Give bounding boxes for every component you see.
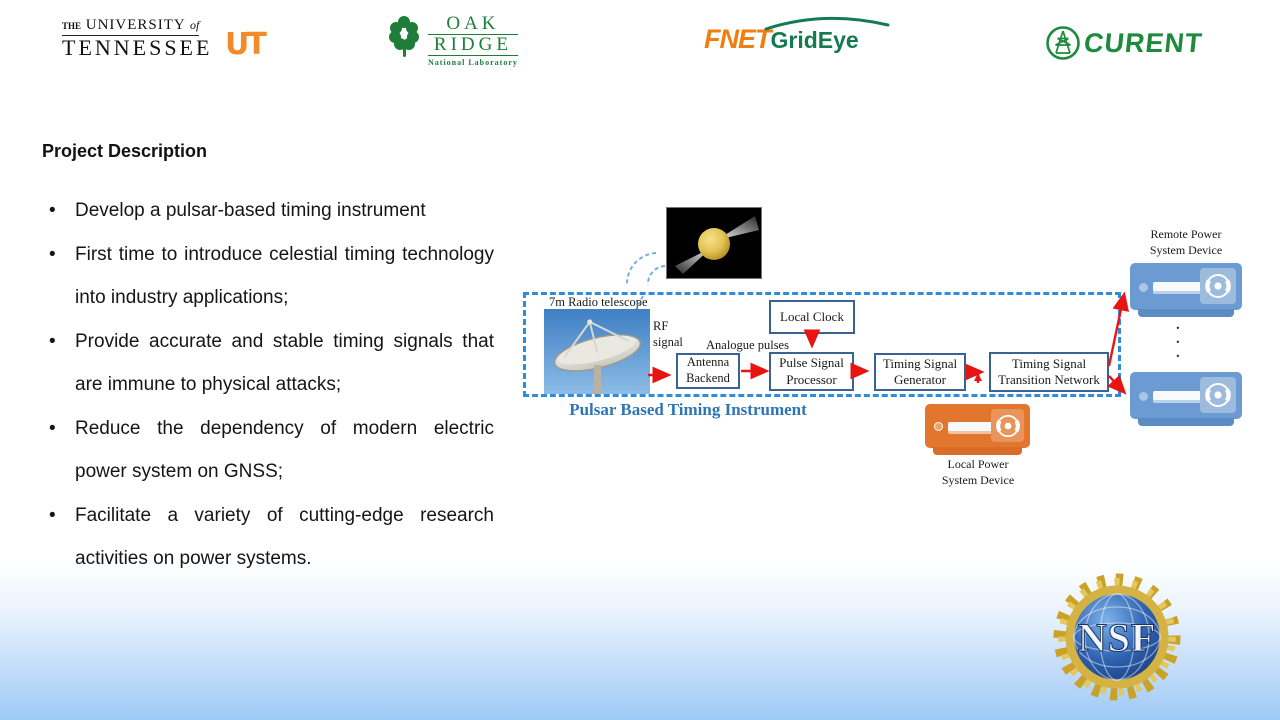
remote-power-device-2 <box>1130 372 1242 426</box>
device-base <box>1138 309 1234 317</box>
ornl-logo-ridge: RIDGE <box>428 35 518 56</box>
fnet-wordmark: FNET <box>704 24 771 54</box>
bullet-list: Develop a pulsar-based timing instrument… <box>42 189 494 581</box>
device-slot <box>948 421 998 431</box>
device-base <box>933 447 1022 455</box>
ut-monogram-icon: UT <box>225 27 267 62</box>
local-power-device <box>925 404 1030 455</box>
bullet-item: Reduce the dependency of modern electric… <box>42 407 494 494</box>
timing-signal-transition-network-box: Timing Signal Transition Network <box>989 352 1109 392</box>
ut-logo-of: of <box>189 18 200 32</box>
pulse-signal-processor-box: Pulse Signal Processor <box>769 352 854 391</box>
grideye-arc-icon <box>764 16 890 31</box>
bullet-item: Provide accurate and stable timing signa… <box>42 320 494 407</box>
local-clock-box: Local Clock <box>769 300 855 334</box>
ut-logo-university: UNIVERSITY <box>85 17 186 33</box>
bullet-item: Develop a pulsar-based timing instrument <box>42 189 494 233</box>
logo-oak-ridge: OAK RIDGE National Laboratory <box>388 14 518 67</box>
device-fan-icon <box>991 409 1024 442</box>
device-indicator-dot <box>1139 391 1148 401</box>
device-base <box>1138 418 1234 426</box>
analogue-pulses-label: Analogue pulses <box>706 338 789 352</box>
transmission-tower-icon <box>1046 26 1080 60</box>
logo-fnet-grideye: FNETGridEye <box>704 16 890 68</box>
grideye-wordmark: GridEye <box>770 27 859 53</box>
nsf-acronym: NSF <box>1078 615 1157 660</box>
devices-ellipsis: . . . <box>1176 317 1180 361</box>
device-indicator-dot <box>1139 282 1148 292</box>
ut-logo-line1: THE UNIVERSITY of <box>62 17 200 36</box>
antenna-backend-box: Antenna Backend <box>676 353 740 389</box>
ornl-logo-oak: OAK <box>428 14 518 35</box>
device-fan-icon <box>1200 268 1236 304</box>
pulsar-image <box>666 207 762 279</box>
bullet-item: First time to introduce celestial timing… <box>42 233 494 320</box>
local-device-label: Local Power System Device <box>941 457 1015 487</box>
device-fan-icon <box>1200 377 1236 413</box>
logo-curent: CURENT <box>1044 24 1205 62</box>
timing-signal-generator-box: Timing Signal Generator <box>874 353 966 391</box>
ornl-logo-subtitle: National Laboratory <box>428 58 518 67</box>
logo-university-of-tennessee: THE UNIVERSITY of TENNESSEE UT <box>62 16 267 62</box>
diagram-caption: Pulsar Based Timing Instrument <box>569 400 807 419</box>
radio-telescope-image <box>544 309 650 394</box>
ut-logo-tennessee: TENNESSEE <box>62 35 213 60</box>
device-slot <box>1153 281 1205 291</box>
remote-power-device-1 <box>1130 263 1242 317</box>
curent-wordmark: CURENT <box>1082 27 1205 58</box>
ut-logo-the: THE <box>62 21 82 31</box>
nsf-logo: NSF <box>1053 573 1181 701</box>
device-slot <box>1153 390 1205 400</box>
remote-device-label: Remote Power System Device <box>1149 227 1223 257</box>
rf-signal-label: RF signal <box>653 319 683 349</box>
oak-leaf-icon <box>389 16 419 57</box>
telescope-label: 7m Radio telescope <box>549 295 648 309</box>
page-title: Project Description <box>42 141 208 161</box>
bullet-item: Facilitate a variety of cutting-edge res… <box>42 494 494 581</box>
device-indicator-dot <box>934 422 943 432</box>
